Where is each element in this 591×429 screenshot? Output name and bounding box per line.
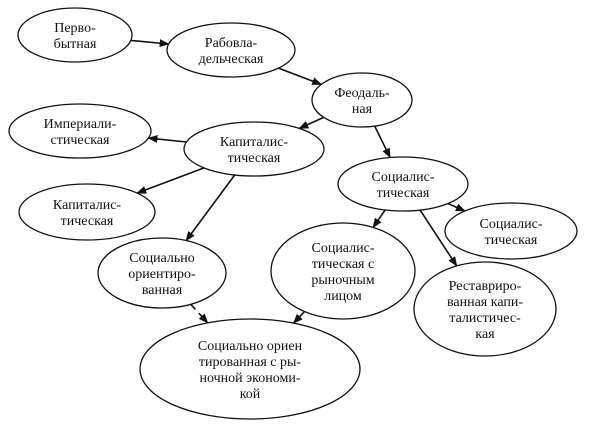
node-label-line: бытная — [54, 37, 97, 52]
node-ellipse — [270, 222, 416, 320]
node-label-line: ночной экономи- — [200, 371, 301, 386]
node-socialist: Социалис-тическая — [337, 156, 469, 212]
node-ellipse — [139, 318, 361, 420]
arrow-capitalist-to-socially-oriented — [185, 174, 236, 242]
node-label-line: ванная капи- — [447, 295, 523, 310]
node-slave: Рабовла-дельческая — [166, 22, 296, 78]
node-label-line: кая — [475, 327, 495, 342]
node-label-line: Капиталис- — [53, 198, 121, 213]
arrow-capitalist-to-capitalist-2 — [136, 167, 205, 194]
arrow-feudal-to-capitalist — [298, 116, 325, 130]
node-socialist-2: Социалис-тическая — [444, 202, 578, 260]
arrow-socialist-market-to-socially-oriented-market — [292, 311, 306, 324]
node-label-line: Социалис- — [479, 217, 542, 232]
node-label-line: Империали- — [44, 117, 117, 132]
node-capitalist: Капиталис-тическая — [183, 121, 325, 177]
node-ellipse — [337, 156, 469, 212]
node-ellipse — [183, 121, 325, 177]
node-label-line: тированная с ры- — [199, 355, 302, 370]
node-label-line: Рабовла- — [205, 36, 258, 51]
node-label-line: Капиталис- — [220, 135, 288, 150]
node-ellipse — [17, 7, 133, 63]
node-label-line: Социалис- — [311, 241, 374, 256]
node-imperialist: Империали-стическая — [8, 103, 152, 159]
node-label-line: талистичес- — [449, 311, 521, 326]
node-label-line: Социально ориен — [198, 339, 303, 354]
node-label-line: рыночным — [311, 273, 374, 288]
node-ellipse — [444, 202, 578, 260]
node-capitalist-2: Капиталис-тическая — [18, 183, 156, 241]
arrow-feudal-to-socialist — [373, 125, 391, 159]
arrow-socially-oriented-to-socially-oriented-market — [190, 303, 209, 324]
node-primitive: Перво-бытная — [17, 7, 133, 63]
node-label-line: тическая — [485, 233, 538, 248]
node-ellipse — [8, 103, 152, 159]
arrow-slave-to-feudal — [278, 67, 323, 86]
node-label-line: ная — [352, 102, 373, 117]
node-label-line: Перво- — [54, 21, 96, 36]
node-label-line: стическая — [51, 133, 110, 148]
node-label-line: Феодаль- — [334, 86, 390, 101]
node-label-line: тическая — [61, 214, 114, 229]
arrow-socialist-to-socialist-2 — [447, 202, 466, 212]
node-ellipse — [166, 22, 296, 78]
node-ellipse — [18, 183, 156, 241]
arrow-socialist-to-socialist-market — [372, 209, 386, 229]
edges — [130, 39, 466, 324]
node-label-line: Реставриро- — [449, 279, 522, 294]
node-label-line: Социально — [129, 251, 195, 266]
node-restored-capitalist: Реставриро-ванная капи-талистичес-кая — [413, 261, 557, 357]
arrow-primitive-to-slave — [130, 39, 170, 48]
node-label-line: кой — [240, 387, 261, 402]
node-feudal: Феодаль-ная — [311, 72, 413, 128]
node-ellipse — [97, 237, 227, 309]
node-label-line: ориентиро- — [128, 267, 196, 282]
arrow-socialist-to-restored-capitalist — [419, 209, 458, 267]
node-label-line: Социалис- — [371, 170, 434, 185]
arrow-capitalist-to-imperialist — [147, 135, 187, 144]
node-label-line: лицом — [324, 289, 362, 304]
node-label-line: тическая — [377, 186, 430, 201]
node-ellipse — [311, 72, 413, 128]
node-label-line: тическая — [228, 151, 281, 166]
node-label-line: ванная — [142, 283, 183, 298]
node-ellipse — [413, 261, 557, 357]
node-label-line: дельческая — [199, 52, 264, 67]
node-label-line: тическая с — [312, 257, 374, 272]
